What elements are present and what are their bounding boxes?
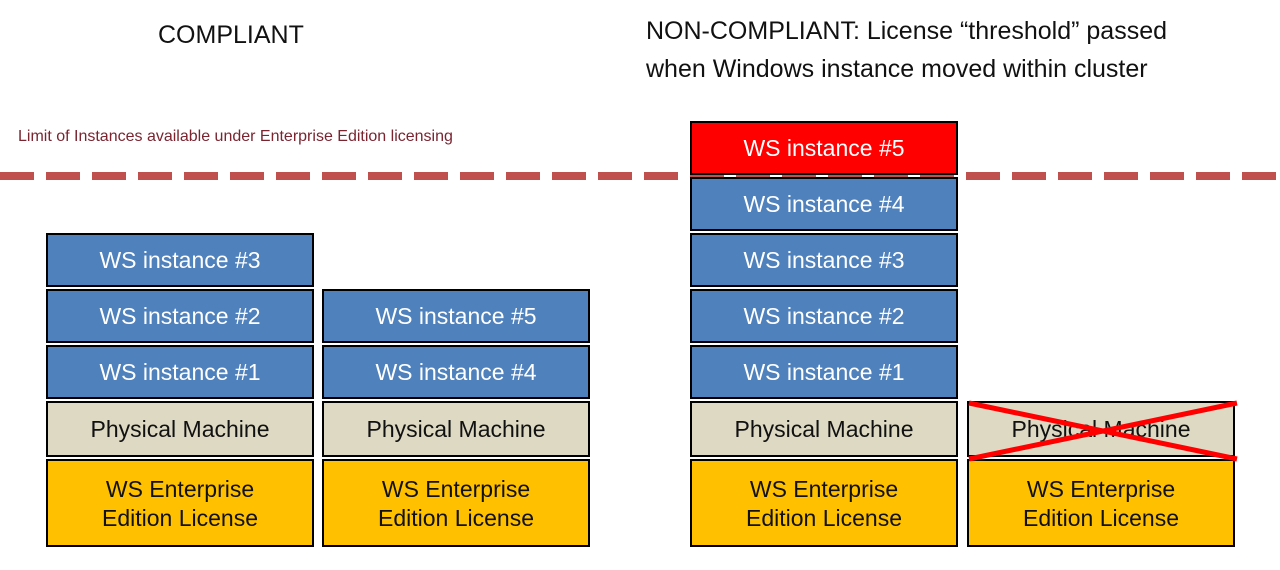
instance-box: WS instance #1 [690,345,958,399]
instance-limit-label: Limit of Instances available under Enter… [18,128,453,145]
instance-box: WS instance #1 [46,345,314,399]
license-box: WS Enterprise Edition License [46,459,314,547]
instance-limit-dashed-line [0,172,1280,180]
license-line1: WS Enterprise [381,476,531,502]
physical-machine-box: Physical Machine [46,401,314,457]
license-line2: Edition License [746,505,902,531]
cross-out-icon [968,400,1238,462]
compliant-heading: COMPLIANT [158,21,304,49]
noncompliant-heading-line2: when Windows instance moved within clust… [646,55,1148,83]
license-box: WS Enterprise Edition License [322,459,590,547]
license-box: WS Enterprise Edition License [690,459,958,547]
license-line2: Edition License [378,505,534,531]
instance-box: WS instance #3 [690,233,958,287]
license-box: WS Enterprise Edition License [967,459,1235,547]
compliant-stack-2: WS instance #5 WS instance #4 Physical M… [322,289,590,547]
license-line1: WS Enterprise [749,476,899,502]
instance-box: WS instance #4 [322,345,590,399]
physical-machine-box: Physical Machine [690,401,958,457]
instance-box: WS instance #4 [690,177,958,231]
noncompliant-heading-line1: NON-COMPLIANT: License “threshold” passe… [646,17,1168,45]
license-line2: Edition License [1023,505,1179,531]
physical-machine-box: Physical Machine [322,401,590,457]
instance-box: WS instance #3 [46,233,314,287]
noncompliant-heading: NON-COMPLIANT: License “threshold” passe… [646,12,1167,88]
license-line2: Edition License [102,505,258,531]
failed-physical-machine-box: Physical Machine [967,400,1238,462]
instance-box-over-limit: WS instance #5 [690,121,958,175]
instance-box: WS instance #2 [690,289,958,343]
compliant-stack-1: WS instance #3 WS instance #2 WS instanc… [46,233,314,547]
noncompliant-stack-active: WS instance #5 WS instance #4 WS instanc… [690,121,958,547]
instance-box: WS instance #2 [46,289,314,343]
license-line1: WS Enterprise [105,476,255,502]
noncompliant-stack-failed: Physical Machine WS Enterprise Edition L… [967,400,1238,547]
instance-box: WS instance #5 [322,289,590,343]
license-line1: WS Enterprise [1026,476,1176,502]
